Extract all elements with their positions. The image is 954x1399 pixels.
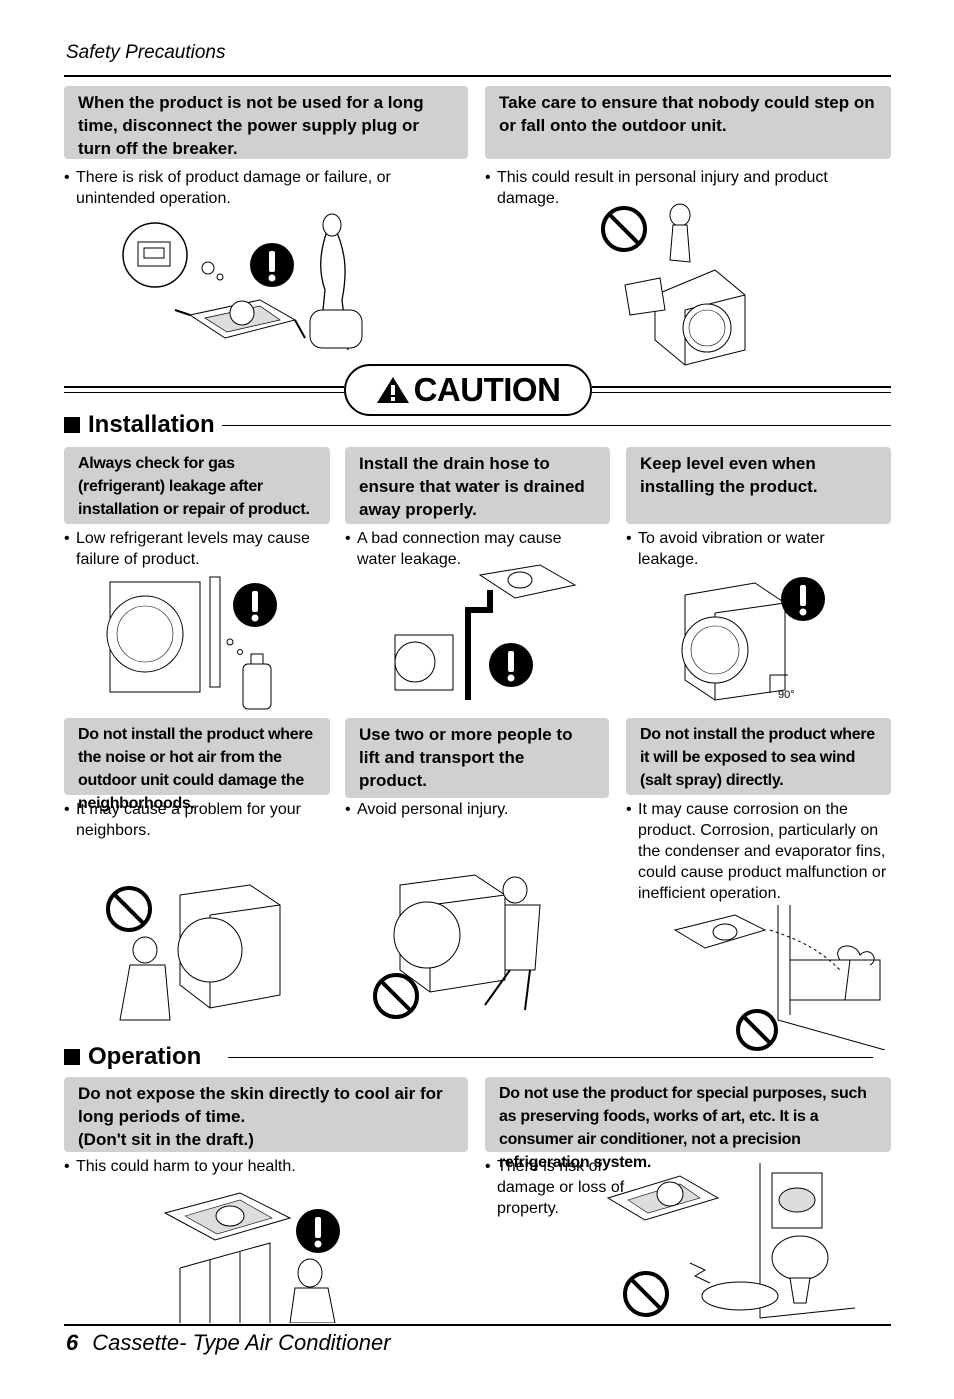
operation-heading-text: Operation (88, 1043, 202, 1070)
caution-label: CAUTION (413, 371, 561, 408)
special-purpose-note: There is risk of damage or loss of prope… (485, 1156, 625, 1219)
angle-label: 90° (778, 689, 795, 701)
cool-air-warning-line2: (Don't sit in the draft.) (78, 1130, 254, 1149)
caution-banner: CAUTION (344, 364, 592, 416)
special-purpose-illustration (606, 1163, 856, 1319)
exclamation-icon (250, 243, 294, 287)
gas-leak-illustration (106, 576, 272, 710)
sea-wind-warning-box: Do not install the product where it will… (626, 718, 891, 795)
prohibited-icon (623, 1271, 669, 1317)
sea-wind-illustration (673, 905, 886, 1050)
section-bullet-icon (64, 417, 80, 433)
exclamation-icon (781, 577, 825, 621)
two-people-warning-box: Use two or more people to lift and trans… (345, 718, 609, 798)
footer-doc-title: Cassette- Type Air Conditioner (92, 1330, 391, 1355)
installation-heading: Installation (64, 411, 215, 439)
installation-heading-rule (222, 425, 891, 426)
top-right-warning-box: Take care to ensure that nobody could st… (485, 86, 891, 159)
drain-hose-warning-box: Install the drain hose to ensure that wa… (345, 447, 610, 524)
exclamation-icon (233, 583, 277, 627)
footer-rule (64, 1324, 891, 1326)
keep-level-note: To avoid vibration or water leakage. (626, 528, 868, 570)
exclamation-icon (489, 643, 533, 687)
lift-unit-illustration (393, 874, 541, 1011)
prohibited-icon (373, 973, 419, 1019)
page-header-title: Safety Precautions (66, 42, 226, 63)
operation-heading-rule (228, 1057, 873, 1058)
level-unit-illustration (681, 582, 788, 701)
warning-triangle-icon (376, 377, 409, 403)
page-footer: 6 Cassette- Type Air Conditioner (66, 1330, 391, 1356)
operation-heading: Operation (64, 1043, 201, 1071)
caution-rule-right-b (592, 392, 891, 393)
top-left-warning-box: When the product is not be used for a lo… (64, 86, 468, 159)
sea-wind-note: It may cause corrosion on the product. C… (626, 799, 904, 904)
cool-air-illustration (163, 1192, 336, 1323)
prohibited-icon (736, 1009, 778, 1051)
unplug-illustration (122, 213, 363, 351)
special-purpose-warning-box: Do not use the product for special purpo… (485, 1077, 891, 1171)
top-left-note: There is risk of product damage or failu… (64, 167, 426, 209)
gas-leak-note: Low refrigerant levels may cause failure… (64, 528, 336, 570)
exclamation-icon (296, 1209, 340, 1253)
cool-air-warning-box: Do not expose the skin directly to cool … (64, 1077, 468, 1152)
noise-warning-box: Do not install the product where the noi… (64, 718, 330, 812)
page-number: 6 (66, 1330, 79, 1355)
section-bullet-icon (64, 1049, 80, 1065)
keep-level-warning-box: Keep level even when installing the prod… (626, 447, 891, 524)
two-people-note: Avoid personal injury. (345, 799, 597, 820)
cool-air-warning-line1: Do not expose the skin directly to cool … (78, 1084, 443, 1126)
gas-leak-warning-box: Always check for gas (refrigerant) leaka… (64, 447, 330, 524)
installation-heading-text: Installation (88, 411, 215, 438)
header-rule (64, 75, 891, 77)
prohibited-icon (106, 886, 152, 932)
caution-rule-left-a (64, 386, 344, 388)
caution-rule-right-a (592, 386, 891, 388)
noise-unit-illustration (119, 884, 281, 1021)
caution-rule-left-b (64, 392, 344, 393)
top-right-note: This could result in personal injury and… (485, 167, 857, 209)
prohibited-icon (601, 206, 647, 252)
drain-hose-illustration (394, 564, 577, 700)
cool-air-note: This could harm to your health. (64, 1156, 426, 1177)
step-on-unit-illustration (624, 203, 746, 366)
noise-note: It may cause a problem for your neighbor… (64, 799, 336, 841)
drain-hose-note: A bad connection may cause water leakage… (345, 528, 597, 570)
